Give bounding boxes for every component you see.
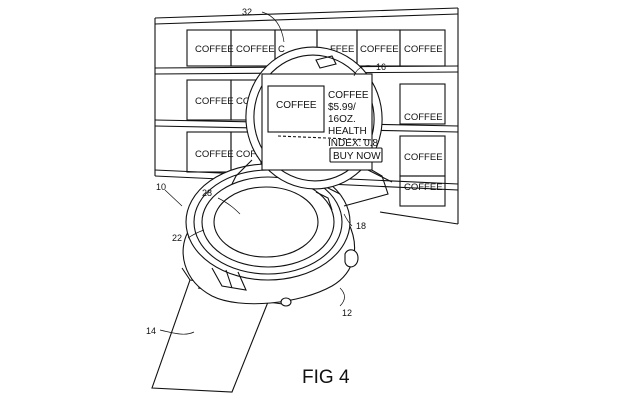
leader-lines bbox=[159, 11, 373, 335]
ref-16: 16 bbox=[376, 62, 386, 72]
coffee-box-label: COFFEE bbox=[404, 182, 443, 193]
info-line-2: $5.99/ bbox=[328, 102, 356, 113]
buy-now-button[interactable]: BUY NOW! bbox=[329, 147, 383, 163]
watch-screen bbox=[213, 186, 319, 258]
ref-10: 10 bbox=[156, 182, 166, 192]
ref-12: 12 bbox=[342, 308, 352, 318]
reference-numbers: 32 16 10 28 22 18 14 12 bbox=[146, 7, 386, 336]
coffee-box-label: COFFEE bbox=[195, 44, 234, 55]
coffee-box-label: COFFEE bbox=[404, 152, 443, 163]
info-line-5: INDEX: 0.8 bbox=[328, 138, 378, 149]
ref-18: 18 bbox=[356, 221, 366, 231]
info-line-4: HEALTH bbox=[328, 126, 367, 137]
ref-22: 22 bbox=[172, 233, 182, 243]
ref-32: 32 bbox=[242, 7, 252, 17]
coffee-box-label: COFFEE bbox=[236, 44, 275, 55]
product-label: COFFEE bbox=[276, 100, 317, 111]
info-line-1: COFFEE bbox=[328, 90, 369, 101]
info-line-3: 16OZ. bbox=[328, 114, 356, 125]
coffee-box-label: C bbox=[278, 44, 285, 55]
shelf-row-1: COFFEE COFFEE C FFEE COFFEE COFFEE bbox=[186, 29, 446, 67]
coffee-box-label: COFFEE bbox=[404, 44, 443, 55]
buy-now-label: BUY NOW! bbox=[333, 151, 383, 162]
coffee-box-label: COFFEE bbox=[360, 44, 399, 55]
coffee-box-label: COFFEE bbox=[404, 112, 443, 123]
coffee-box-label: CO bbox=[236, 96, 250, 107]
flip-lid: COFFEE COFFEE $5.99/ 16OZ. HEALTH INDEX:… bbox=[231, 46, 393, 207]
ref-28: 28 bbox=[202, 188, 212, 198]
ref-14: 14 bbox=[146, 326, 156, 336]
product-highlight-box bbox=[267, 85, 325, 133]
watch-body bbox=[182, 163, 359, 307]
coffee-box-label: COFFEE bbox=[195, 149, 234, 160]
coffee-box-label: FFEE bbox=[330, 44, 354, 55]
figure-caption: FIG 4 bbox=[302, 367, 350, 388]
coffee-box-label: COFFEE bbox=[195, 96, 234, 107]
